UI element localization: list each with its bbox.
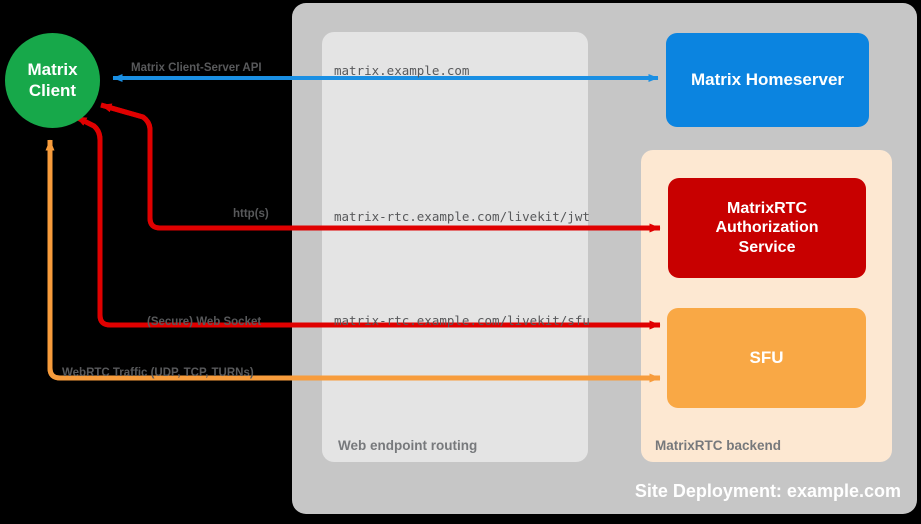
web-endpoint-routing-label: Web endpoint routing [338, 438, 478, 453]
flow-webrtc-traffic [45, 139, 661, 383]
node-matrix-client[interactable]: Matrix Client [5, 33, 100, 128]
site-deployment-label: Site Deployment: example.com [634, 481, 901, 501]
endpoint-livekit-jwt: matrix-rtc.example.com/livekit/jwt [334, 209, 590, 224]
flow-label-client-server-api: Matrix Client-Server API [131, 62, 262, 74]
sfu-label: SFU [749, 347, 784, 367]
matrix-client-label-line1: Matrix [27, 60, 78, 80]
flow-jwt-http [100, 102, 661, 233]
matrixrtc-backend-label: MatrixRTC backend [655, 438, 782, 453]
matrix-client-label-line2: Client [28, 80, 77, 100]
endpoint-matrix-example-com: matrix.example.com [334, 63, 470, 78]
flow-label-webrtc-traffic: WebRTC Traffic (UDP, TCP, TURNs) [62, 367, 254, 379]
flow-label-http: http(s) [233, 208, 269, 220]
node-matrixrtc-authorization-service[interactable]: MatrixRTC Authorization Service [668, 178, 866, 278]
node-sfu[interactable]: SFU [667, 308, 866, 408]
flow-sfu-websocket [74, 114, 661, 330]
auth-service-label-line1: MatrixRTC [726, 200, 807, 218]
endpoint-livekit-sfu: matrix-rtc.example.com/livekit/sfu [334, 313, 590, 328]
flow-label-web-socket: (Secure) Web Socket [147, 316, 262, 328]
auth-service-label-line3: Service [738, 238, 796, 256]
web-endpoint-routing-container [322, 32, 588, 462]
matrix-homeserver-label: Matrix Homeserver [690, 69, 845, 89]
auth-service-label-line2: Authorization [715, 219, 819, 237]
node-matrix-homeserver[interactable]: Matrix Homeserver [666, 33, 869, 127]
